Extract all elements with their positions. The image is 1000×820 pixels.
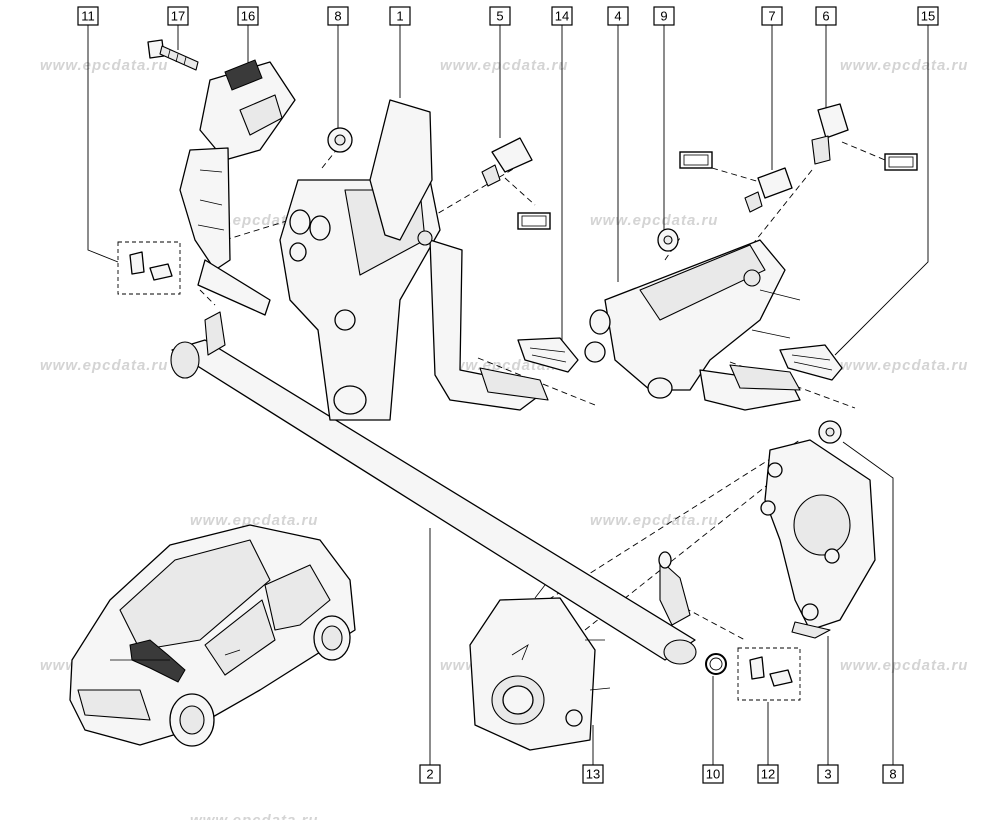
switch-sensor: [481, 137, 533, 187]
svg-text:16: 16: [241, 9, 255, 24]
clip-assembly: [737, 647, 801, 701]
pedal-assembly-rhd: [584, 239, 801, 411]
reference-box: [679, 151, 713, 169]
watermark: www.epcdata.ru: [40, 357, 168, 374]
callout-1: 1: [389, 6, 411, 26]
pedal-shaft: [170, 311, 697, 665]
callout-11: 11: [77, 6, 99, 26]
pedal-pad: [517, 337, 579, 373]
svg-text:3: 3: [824, 767, 831, 782]
svg-text:11: 11: [81, 9, 95, 24]
callout-16: 16: [237, 6, 259, 26]
svg-text:2: 2: [426, 767, 433, 782]
callout-6: 6: [815, 6, 837, 26]
callout-8-lower: 8: [882, 764, 904, 784]
reference-box: [884, 153, 918, 171]
callout-3: 3: [817, 764, 839, 784]
callout-13: 13: [582, 764, 604, 784]
switch-sensor: [811, 103, 849, 165]
callout-9: 9: [653, 6, 675, 26]
leader-lines: [87, 24, 929, 765]
switch-sensor: [744, 167, 793, 213]
watermark: www.epcdata.ru: [190, 812, 318, 820]
callout-14: 14: [551, 6, 573, 26]
nut: [657, 228, 679, 252]
svg-text:15: 15: [921, 9, 935, 24]
clip-assembly: [117, 241, 181, 295]
bolt: [147, 39, 199, 71]
circlip: [705, 653, 727, 675]
watermark: www.epcdata.ru: [840, 357, 968, 374]
callout-5: 5: [489, 6, 511, 26]
callout-12: 12: [757, 764, 779, 784]
pedal-bracket-assembly: [279, 99, 549, 421]
svg-text:8: 8: [889, 767, 896, 782]
svg-text:5: 5: [496, 9, 503, 24]
callout-4: 4: [607, 6, 629, 26]
svg-text:4: 4: [614, 9, 621, 24]
svg-text:1: 1: [396, 9, 403, 24]
svg-text:10: 10: [706, 767, 720, 782]
callout-10: 10: [702, 764, 724, 784]
reference-box: [517, 212, 551, 230]
svg-text:8: 8: [334, 9, 341, 24]
watermark: www.epcdata.ru: [590, 512, 718, 529]
callout-7: 7: [761, 6, 783, 26]
pedal-pad: [779, 344, 843, 381]
svg-text:13: 13: [586, 767, 600, 782]
watermark: www.epcdata.ru: [440, 57, 568, 74]
watermark: www.epcdata.ru: [590, 212, 718, 229]
svg-text:6: 6: [822, 9, 829, 24]
svg-text:14: 14: [555, 9, 569, 24]
nut: [327, 127, 353, 153]
callout-15: 15: [917, 6, 939, 26]
watermark: www.epcdata.ru: [840, 57, 968, 74]
svg-text:7: 7: [768, 9, 775, 24]
watermark: www.epcdata.ru: [40, 57, 168, 74]
svg-text:9: 9: [660, 9, 667, 24]
callout-17: 17: [167, 6, 189, 26]
car-location-illustration: [69, 524, 356, 747]
bracket-plate: [760, 439, 876, 639]
pedal-box-housing: [469, 584, 611, 751]
watermark: www.epcdata.ru: [190, 512, 318, 529]
svg-text:12: 12: [761, 767, 775, 782]
nut: [818, 420, 842, 444]
callouts: 11 17 16 8 1 5 14 4 9 7 6 15 2 13 10 12 …: [77, 6, 939, 784]
callout-8: 8: [327, 6, 349, 26]
watermark: www.epcdata.ru: [840, 657, 968, 674]
callout-2: 2: [419, 764, 441, 784]
accelerator-pedal: [179, 59, 296, 316]
svg-text:17: 17: [171, 9, 185, 24]
